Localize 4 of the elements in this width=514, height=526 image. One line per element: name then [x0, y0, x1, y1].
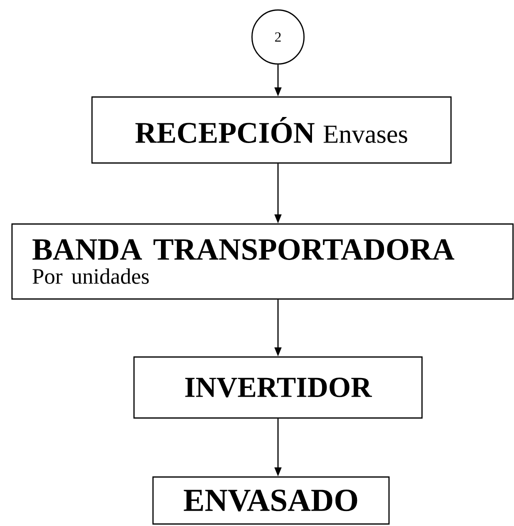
process-box: BANDA TRANSPORTADORA Por unidades: [11, 223, 514, 300]
process-box: RECEPCIÓN Envases: [91, 96, 452, 164]
process-box: INVERTIDOR: [133, 356, 423, 419]
process-box: ENVASADO: [152, 476, 390, 525]
